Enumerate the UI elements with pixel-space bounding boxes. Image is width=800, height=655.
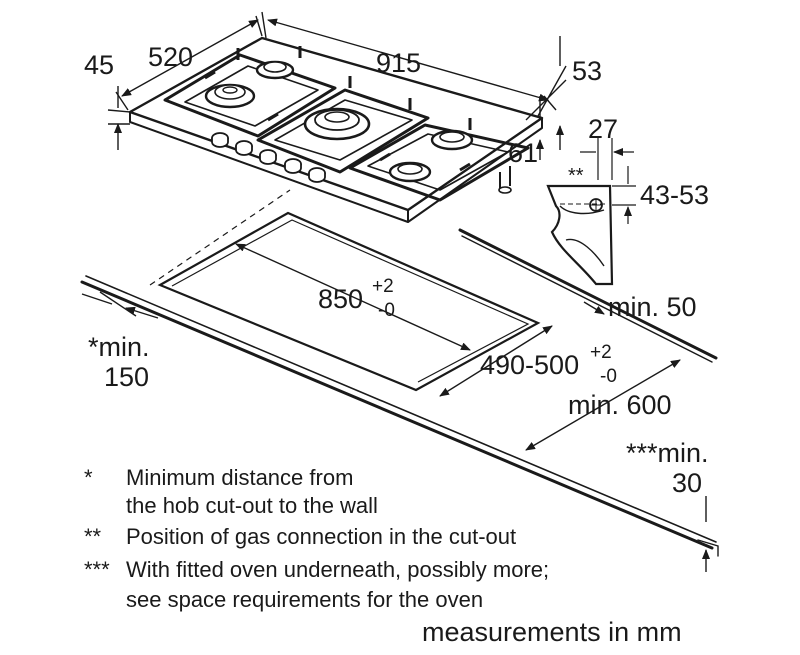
dim-cutout-width-tol-lower: -0 — [378, 300, 395, 321]
dim-line-850 — [235, 243, 471, 351]
dim-line-490-500 — [439, 325, 553, 397]
hob-right-edge — [407, 118, 543, 223]
dim-wall-distance-line2: 150 — [104, 362, 149, 392]
burner-wok-centre — [303, 107, 371, 141]
dim-hob-depth: 520 — [148, 42, 193, 72]
burner-rear-right — [430, 129, 474, 151]
note-text-line: Position of gas connection in the cut-ou… — [126, 524, 517, 549]
dim-oven-gap-line1: ***min. — [626, 438, 709, 468]
worktop-back-edge — [85, 275, 717, 543]
dimension-labels: 45 520 915 53 61 27 ** 43-53 850 +2 -0 4… — [84, 42, 709, 498]
dim-side-offset: 53 — [572, 56, 602, 86]
burner-rear-left — [255, 60, 295, 80]
dim-line-min-150 — [81, 293, 159, 319]
control-knobs — [211, 132, 326, 183]
note-mark: *** — [84, 557, 110, 582]
dim-line-min-600 — [525, 359, 681, 451]
dim-back-distance: min. 50 — [608, 292, 697, 322]
dim-oven-gap-line2: 30 — [672, 468, 702, 498]
connection-section — [546, 184, 614, 286]
dim-cutout-width-tol-upper: +2 — [372, 276, 394, 297]
dim-hob-width: 915 — [376, 48, 421, 78]
worktop-wall-edge-inner — [461, 235, 713, 363]
dim-conn-marker: ** — [568, 165, 584, 187]
dim-line-915 — [267, 18, 549, 102]
dim-worktop-depth: min. 600 — [568, 390, 672, 420]
gas-connection-detail — [546, 138, 636, 286]
note-text-line: see space requirements for the oven — [126, 587, 484, 612]
note-text-line: With fitted oven underneath, possibly mo… — [126, 557, 550, 582]
dim-cutout-depth-tol-lower: -0 — [600, 366, 617, 387]
note-text-line: the hob cut-out to the wall — [126, 493, 378, 518]
units-label: measurements in mm — [422, 617, 682, 647]
dim-cutout-depth: 490-500 — [480, 350, 579, 380]
worktop-wall-edge — [458, 228, 718, 360]
note-mark: * — [84, 465, 93, 490]
cutout-outline — [157, 211, 541, 392]
worktop-front-edge — [80, 280, 714, 550]
gas-connection-pipe — [499, 166, 511, 190]
dim-hob-height: 45 — [84, 50, 114, 80]
cutout-dash-guide — [149, 189, 291, 286]
dim-conn-offset: 27 — [588, 114, 618, 144]
dim-conn-depth: 61 — [508, 138, 538, 168]
dimension-lines — [81, 11, 706, 572]
note-text-line: Minimum distance from — [126, 465, 354, 490]
hob-front-edge — [129, 112, 409, 223]
dim-cutout-depth-tol-upper: +2 — [590, 342, 612, 363]
dim-conn-height: 43-53 — [640, 180, 709, 210]
worktop — [80, 228, 719, 557]
dim-line-min-50 — [583, 301, 605, 315]
burner-front-right — [388, 161, 432, 183]
burner-front-left — [204, 83, 256, 109]
dim-wall-distance-line1: *min. — [88, 332, 150, 362]
dim-line-520 — [121, 19, 259, 97]
note-mark: ** — [84, 524, 102, 549]
dim-cutout-width: 850 — [318, 284, 363, 314]
